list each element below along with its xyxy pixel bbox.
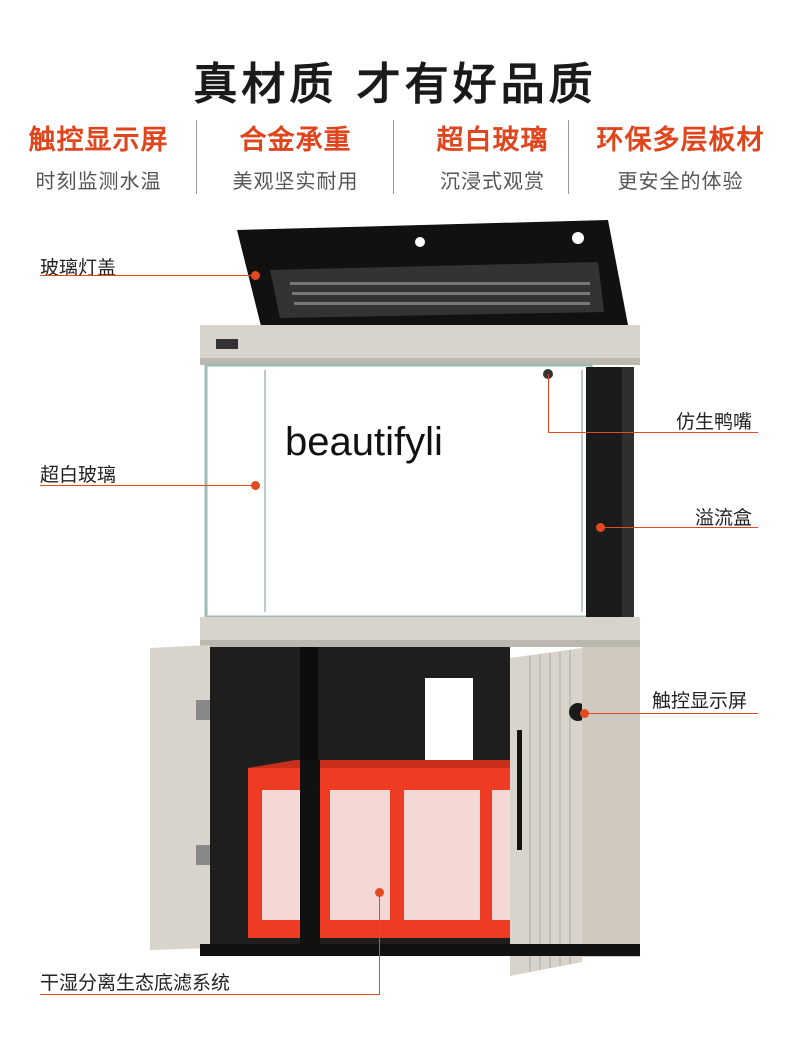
feature-title: 超白玻璃	[436, 125, 549, 156]
callout-line	[379, 893, 380, 995]
callout-dot	[251, 481, 260, 490]
callout-line	[40, 485, 258, 486]
led-array	[290, 282, 590, 305]
callout-line	[584, 713, 758, 714]
feature-subtitle: 美观坚实耐用	[232, 169, 359, 193]
feature-title: 合金承重	[239, 125, 352, 156]
feature-title: 触控显示屏	[28, 125, 169, 156]
callout-line	[548, 432, 758, 433]
divider	[196, 120, 197, 194]
callout-filter-system: 干湿分离生态底滤系统	[40, 972, 231, 994]
right-cabinet-door	[510, 648, 582, 976]
callout-line	[600, 527, 758, 528]
callout-overflow-box: 溢流盒	[695, 507, 753, 529]
lid-light-panel	[270, 262, 604, 318]
lid-hole	[572, 232, 584, 244]
feature-glass: 超白玻璃 沉浸式观赏	[394, 118, 591, 194]
feature-subtitle: 时刻监测水温	[35, 169, 162, 193]
hinge	[196, 700, 210, 720]
feature-title: 环保多层板材	[596, 125, 765, 156]
callout-ultra-glass: 超白玻璃	[40, 464, 117, 486]
feature-subtitle: 更安全的体验	[617, 169, 744, 193]
callout-glass-lid: 玻璃灯盖	[40, 257, 117, 279]
feature-subtitle: 沉浸式观赏	[440, 169, 545, 193]
callout-duck-bill: 仿生鸭嘴	[676, 411, 753, 433]
callout-dot	[580, 709, 589, 718]
callout-line	[40, 994, 380, 995]
cabinet-side	[582, 647, 640, 957]
hinge	[196, 845, 210, 865]
page-title: 真材质 才有好品质	[193, 59, 597, 110]
callout-line	[548, 374, 549, 432]
door-handle	[517, 730, 522, 850]
feature-alloy: 合金承重 美观坚实耐用	[197, 118, 394, 194]
watermark-text: beautifyli	[285, 420, 443, 464]
tank-glass	[204, 363, 593, 619]
divider	[393, 120, 394, 194]
callout-touch-screen: 触控显示屏	[652, 690, 748, 712]
divider	[568, 120, 569, 194]
feature-row: 触控显示屏 时刻监测水温 合金承重 美观坚实耐用 超白玻璃 沉浸式观赏 环保多层…	[0, 118, 790, 198]
callout-dot	[251, 271, 260, 280]
left-cabinet-door	[150, 645, 210, 950]
feature-board: 环保多层板材 更安全的体验	[578, 118, 783, 194]
brand-badge	[216, 339, 238, 349]
callout-dot	[596, 523, 605, 532]
feature-touch-screen: 触控显示屏 时刻监测水温	[0, 118, 197, 194]
callout-line	[40, 275, 255, 276]
lid-hole	[415, 237, 425, 247]
callout-dot	[375, 888, 384, 897]
